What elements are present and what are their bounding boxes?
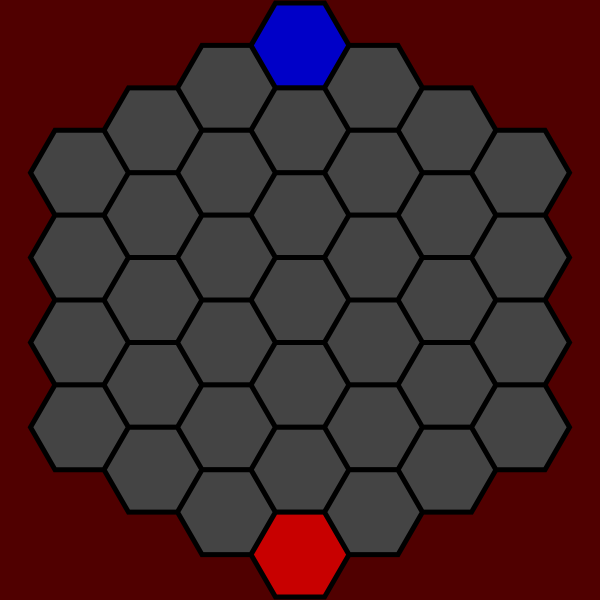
- hex-cells: [27, 0, 573, 600]
- hex-cell[interactable]: [468, 127, 573, 218]
- hex-cell[interactable]: [468, 382, 573, 473]
- hex-cell[interactable]: [468, 212, 573, 303]
- hex-cell[interactable]: [468, 297, 573, 388]
